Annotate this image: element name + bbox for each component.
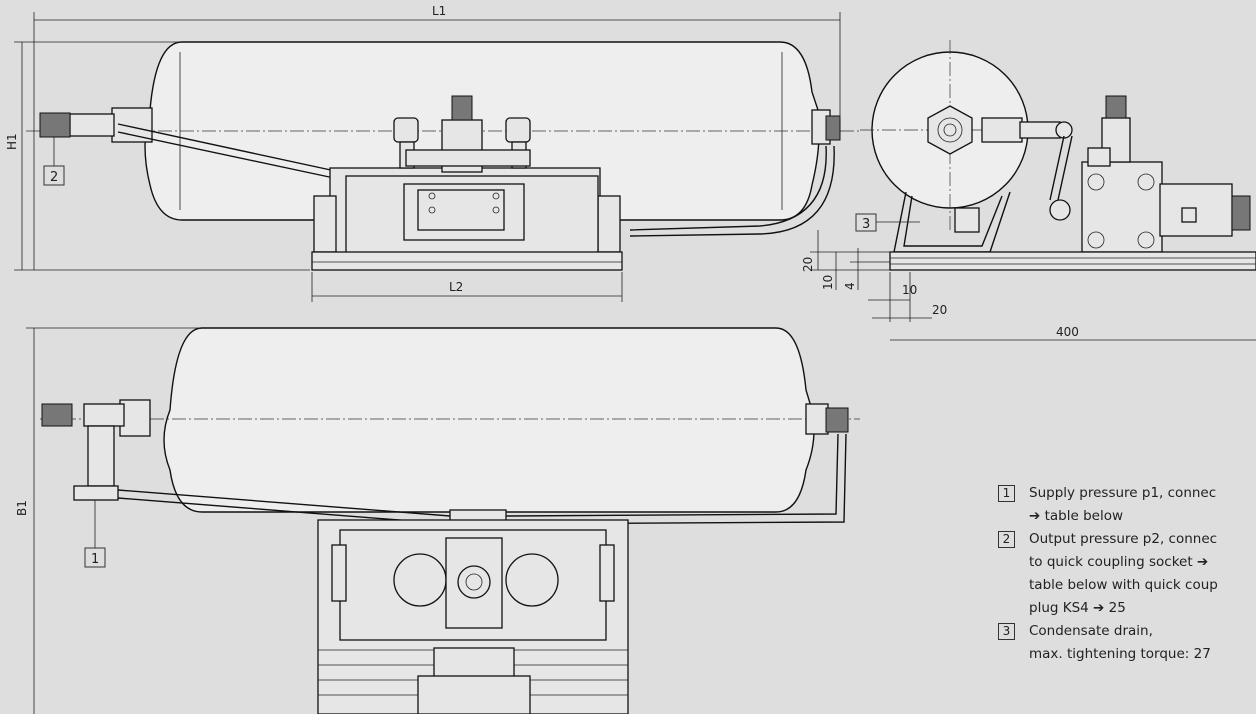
dimension-l1-label: L1 <box>432 4 446 18</box>
dimension-l2-label: L2 <box>449 280 463 294</box>
dimension-4-label: 4 <box>843 282 857 290</box>
dimension-20-label: 20 <box>801 257 815 272</box>
dimension-b1-label: B1 <box>15 500 29 516</box>
dimension-l1: L1 <box>33 4 841 270</box>
callout-3-label: 3 <box>862 217 870 232</box>
legend: 1 Supply pressure p1, connec ➔ table bel… <box>998 482 1256 666</box>
legend-text-2: Output pressure p2, connec to quick coup… <box>1029 531 1218 616</box>
dimension-10-label: 10 <box>821 275 835 290</box>
dimension-h1-label: H1 <box>5 133 19 150</box>
dimension-b1: B1 <box>15 327 200 714</box>
callout-1: 1 <box>84 500 106 568</box>
legend-item-3: 3 Condensate drain, max. tightening torq… <box>998 620 1256 666</box>
dimension-20b-label: 20 <box>932 303 947 317</box>
legend-number-2: 2 <box>998 531 1015 548</box>
legend-number-3: 3 <box>998 623 1015 640</box>
side-elevation-view <box>26 41 860 271</box>
dimension-400-label: 400 <box>1056 325 1079 339</box>
callout-2: 2 <box>43 137 65 186</box>
legend-item-2: 2 Output pressure p2, connec to quick co… <box>998 528 1256 620</box>
legend-number-1: 1 <box>998 485 1015 502</box>
legend-item-1: 1 Supply pressure p1, connec ➔ table bel… <box>998 482 1256 528</box>
end-view-dimensions: 20 10 4 10 20 400 <box>801 230 1256 341</box>
dimension-h1: H1 <box>5 41 310 271</box>
callout-2-label: 2 <box>50 170 58 185</box>
callout-3: 3 <box>855 213 920 232</box>
dimension-10b-label: 10 <box>902 283 917 297</box>
callout-1-label: 1 <box>91 552 99 567</box>
legend-text-1: Supply pressure p1, connec ➔ table below <box>1029 485 1217 524</box>
plan-view <box>40 327 860 714</box>
end-view <box>860 40 1256 271</box>
legend-text-3: Condensate drain, max. tightening torque… <box>1029 623 1211 662</box>
dimension-l2: L2 <box>311 272 623 302</box>
